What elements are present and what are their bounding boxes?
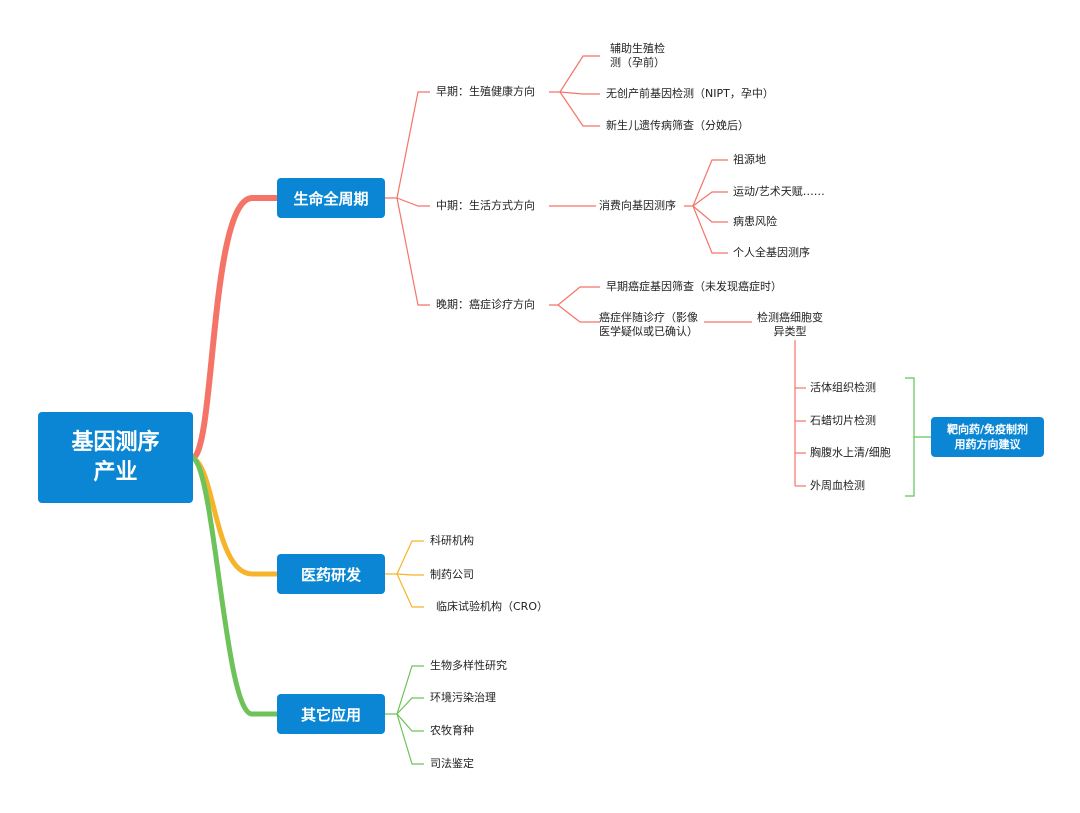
mid-item-disease-risk[interactable]: 病患风险 <box>733 215 777 228</box>
other-item-forensics[interactable]: 司法鉴定 <box>430 757 474 770</box>
summary-bracket <box>905 377 931 497</box>
connector-root-life <box>190 195 280 461</box>
pharma-item-research-institutes[interactable]: 科研机构 <box>430 534 474 547</box>
mid-item-ancestry[interactable]: 祖源地 <box>733 153 766 166</box>
connector-other-group <box>385 665 424 765</box>
sample-peripheral-blood[interactable]: 外周血检测 <box>810 479 865 492</box>
early-item-nipt[interactable]: 无创产前基因检测（NIPT，孕中） <box>606 87 774 100</box>
pharma-item-cro[interactable]: 临床试验机构（CRO） <box>436 600 548 613</box>
connector-root-other <box>190 455 280 717</box>
early-item-assisted-reproduction[interactable]: 辅助生殖检 测（孕前） <box>610 42 665 69</box>
mid-item-whole-genome[interactable]: 个人全基因测序 <box>733 246 810 259</box>
early-stage-label[interactable]: 早期：生殖健康方向 <box>436 85 535 98</box>
connector-pharma-group <box>385 540 424 608</box>
connector-root-pharma <box>190 455 280 577</box>
sample-paraffin-section[interactable]: 石蜡切片检测 <box>810 414 876 427</box>
late-stage-label[interactable]: 晚期：癌症诊疗方向 <box>436 298 535 311</box>
connector-life-group <box>385 55 806 487</box>
branch-pharma-node[interactable]: 医药研发 <box>277 554 385 594</box>
consumer-genomics-label[interactable]: 消费向基因测序 <box>599 199 676 212</box>
early-item-newborn-screening[interactable]: 新生儿遗传病筛查（分娩后） <box>606 119 749 132</box>
other-item-biodiversity[interactable]: 生物多样性研究 <box>430 659 507 672</box>
late-item-cancer-screening[interactable]: 早期癌症基因筛查（未发现癌症时） <box>606 280 782 293</box>
other-item-breeding[interactable]: 农牧育种 <box>430 724 474 737</box>
branch-other-node[interactable]: 其它应用 <box>277 694 385 734</box>
summary-drug-guidance-node[interactable]: 靶向药/免疫制剂 用药方向建议 <box>931 417 1044 457</box>
sample-biopsy[interactable]: 活体组织检测 <box>810 381 876 394</box>
other-item-pollution-control[interactable]: 环境污染治理 <box>430 691 496 704</box>
root-node[interactable]: 基因测序 产业 <box>38 412 193 503</box>
pharma-item-pharma-companies[interactable]: 制药公司 <box>430 568 474 581</box>
mid-item-talent[interactable]: 运动/艺术天赋…… <box>733 185 825 198</box>
late-item-mutation-detection[interactable]: 检测癌细胞变 异类型 <box>757 311 823 338</box>
late-item-companion-diagnosis[interactable]: 癌症伴随诊疗（影像 医学疑似或已确认） <box>599 311 698 338</box>
mid-stage-label[interactable]: 中期：生活方式方向 <box>436 199 535 212</box>
branch-life-cycle-node[interactable]: 生命全周期 <box>277 178 385 218</box>
sample-effusion[interactable]: 胸腹水上清/细胞 <box>810 446 891 459</box>
